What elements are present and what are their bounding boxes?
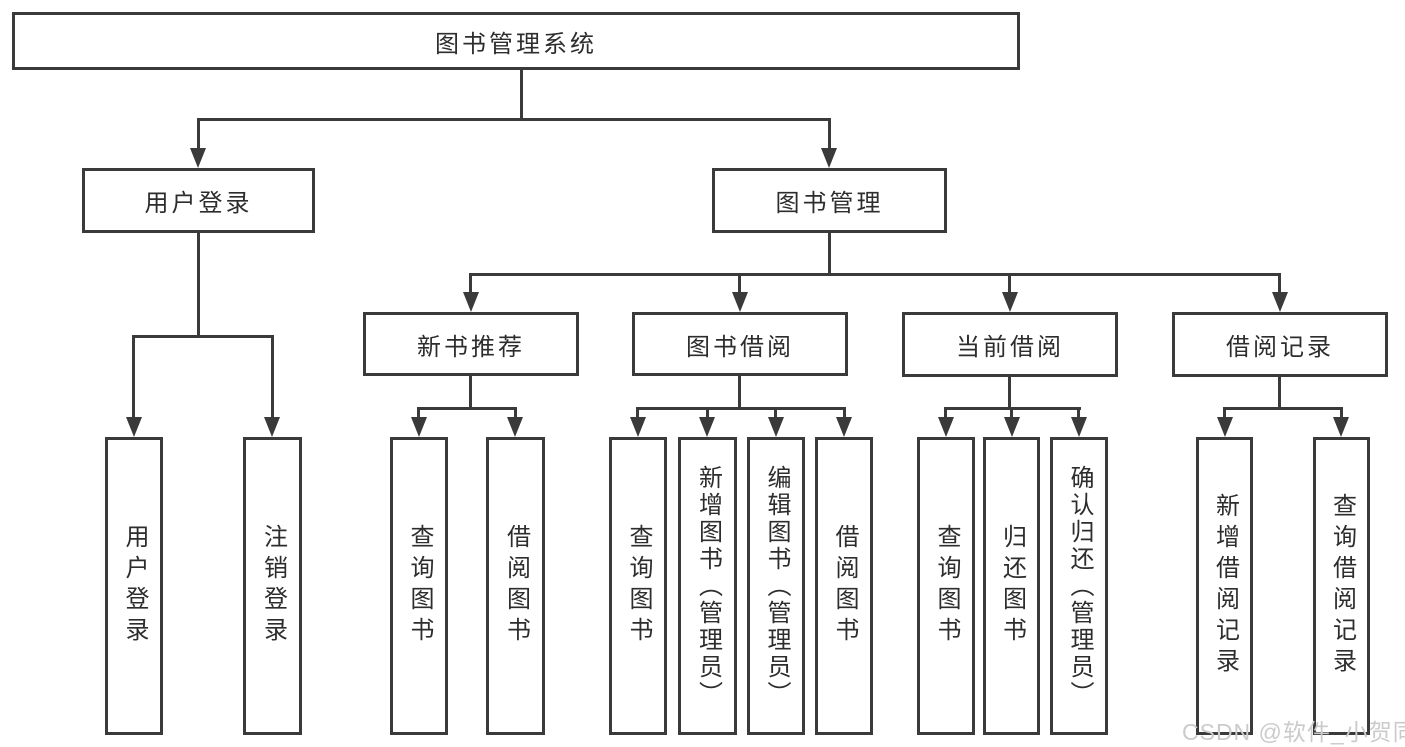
connector-line [1340, 407, 1343, 419]
node-label: 新增借阅记录 [1211, 493, 1239, 679]
leaf-edit-book-admin: 编辑图书（管理员） [747, 437, 805, 735]
connector-line [738, 376, 741, 410]
arrowhead-down-icon [1272, 292, 1288, 312]
node-label: 当前借阅 [956, 334, 1064, 361]
node-label: 新增图书（管理员） [694, 464, 722, 708]
node-label: 查询借阅记录 [1328, 493, 1356, 679]
arrowhead-down-icon [1002, 292, 1018, 312]
arrowhead-down-icon [126, 417, 142, 437]
node-label: 查询图书 [625, 524, 652, 648]
connector-line [843, 407, 846, 419]
leaf-borrow-books-recommend: 借阅图书 [486, 437, 545, 735]
node-label: 注销登录 [259, 524, 287, 648]
node-new-book-recommend: 新书推荐 [363, 312, 579, 376]
connector-line [417, 407, 517, 410]
node-label: 图书借阅 [686, 333, 794, 361]
arrowhead-down-icon [821, 148, 837, 168]
connector-line [828, 118, 831, 150]
node-label: 查询图书 [406, 524, 433, 648]
connector-line [132, 335, 135, 419]
arrowhead-down-icon [1071, 417, 1087, 437]
node-label: 确认归还（管理员） [1066, 464, 1093, 708]
node-book-borrowing: 图书借阅 [632, 312, 848, 376]
connector-line [271, 335, 274, 419]
arrowhead-down-icon [699, 417, 715, 437]
node-book-management: 图书管理 [712, 168, 947, 233]
connector-line [1223, 407, 1226, 419]
leaf-query-books-recommend: 查询图书 [390, 437, 448, 735]
connector-line [133, 335, 274, 338]
arrowhead-down-icon [836, 417, 852, 437]
arrowhead-down-icon [264, 417, 280, 437]
connector-line [469, 273, 1280, 276]
arrowhead-down-icon [1217, 417, 1233, 437]
connector-line [1077, 407, 1080, 419]
connector-line [738, 273, 741, 294]
node-label: 图书管理 [775, 190, 884, 217]
connector-line [774, 407, 777, 419]
connector-line [469, 273, 472, 294]
arrowhead-down-icon [938, 417, 954, 437]
arrowhead-down-icon [463, 292, 479, 312]
connector-line [197, 118, 831, 121]
connector-line [636, 407, 639, 419]
node-label: 归还图书 [998, 524, 1026, 648]
leaf-user-login: 用户登录 [105, 437, 163, 735]
node-label: 借阅记录 [1226, 334, 1334, 361]
leaf-query-books-borrowing: 查询图书 [609, 437, 667, 735]
arrowhead-down-icon [1004, 417, 1020, 437]
node-current-borrowing: 当前借阅 [902, 312, 1118, 377]
node-label: 借阅图书 [502, 524, 530, 648]
leaf-add-borrow-record: 新增借阅记录 [1196, 437, 1253, 735]
arrowhead-down-icon [411, 417, 427, 437]
connector-line [197, 118, 200, 150]
csdn-watermark: CSDN @软件_小贺同学 [1182, 719, 1405, 745]
leaf-logout: 注销登录 [243, 437, 302, 735]
arrowhead-down-icon [768, 417, 784, 437]
connector-line [417, 407, 420, 419]
arrowhead-down-icon [190, 148, 206, 168]
leaf-confirm-return-admin: 确认归还（管理员） [1050, 437, 1108, 735]
node-label: 用户登录 [144, 190, 253, 217]
node-root-library-management-system: 图书管理系统 [12, 12, 1020, 70]
node-label: 借阅图书 [831, 524, 858, 648]
connector-line [1223, 407, 1343, 410]
connector-line [1010, 407, 1013, 419]
leaf-add-book-admin: 新增图书（管理员） [678, 437, 737, 735]
node-label: 查询图书 [933, 524, 960, 648]
connector-line [1278, 273, 1281, 294]
arrowhead-down-icon [1333, 417, 1349, 437]
leaf-query-books-current: 查询图书 [917, 437, 975, 735]
node-user-login: 用户登录 [82, 168, 315, 233]
connector-line [706, 407, 709, 419]
connector-line [514, 407, 517, 419]
connector-line [520, 70, 523, 118]
node-borrowing-records: 借阅记录 [1172, 312, 1388, 377]
connector-line [828, 233, 831, 276]
node-label: 图书管理系统 [435, 30, 597, 58]
connector-line [1278, 377, 1281, 410]
arrowhead-down-icon [507, 417, 523, 437]
connector-line [469, 376, 472, 410]
leaf-borrow-books: 借阅图书 [815, 437, 873, 735]
connector-line [636, 407, 846, 410]
arrowhead-down-icon [732, 292, 748, 312]
node-label: 编辑图书（管理员） [763, 464, 790, 708]
leaf-query-borrow-record: 查询借阅记录 [1313, 437, 1370, 735]
node-label: 用户登录 [121, 524, 148, 648]
arrowhead-down-icon [630, 417, 646, 437]
connector-line [1008, 273, 1011, 294]
connector-line [1008, 377, 1011, 410]
connector-line [197, 233, 200, 338]
leaf-return-books: 归还图书 [983, 437, 1040, 735]
connector-line [944, 407, 947, 419]
node-label: 新书推荐 [417, 333, 525, 361]
